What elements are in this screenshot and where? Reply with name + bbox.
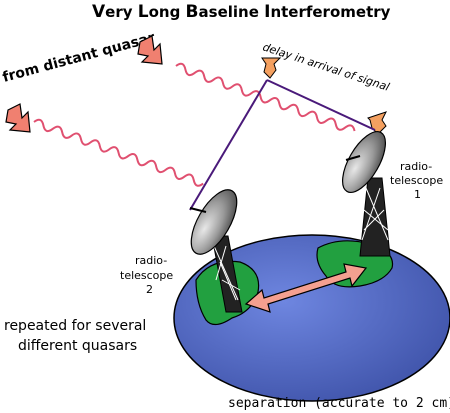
earth xyxy=(173,234,450,402)
signal-wave-upper xyxy=(175,62,356,132)
delay-arrow-left xyxy=(261,57,282,79)
separation-label: separation (accurate to 2 cm) xyxy=(228,396,450,411)
diagram-title: Very Long Baseline Interferometry xyxy=(92,2,391,22)
telescope-1-label: radio- telescope 1 xyxy=(390,160,447,201)
quasar-arrow-upper xyxy=(137,35,163,65)
telescope-2-label: radio- telescope 2 xyxy=(120,254,177,296)
radio-telescope-1 xyxy=(342,131,391,257)
wavefront-line xyxy=(266,79,376,131)
from-quasar-label: from distant quasar xyxy=(1,30,157,86)
repeated-label: repeated for several different quasars xyxy=(4,318,151,354)
delay-arrow-right xyxy=(367,111,387,135)
path-difference-line xyxy=(189,79,268,211)
separation-arrow xyxy=(244,263,368,313)
quasar-arrow-lower xyxy=(5,103,31,133)
radio-telescope-2 xyxy=(189,189,243,313)
signal-wave-lower xyxy=(33,118,204,187)
